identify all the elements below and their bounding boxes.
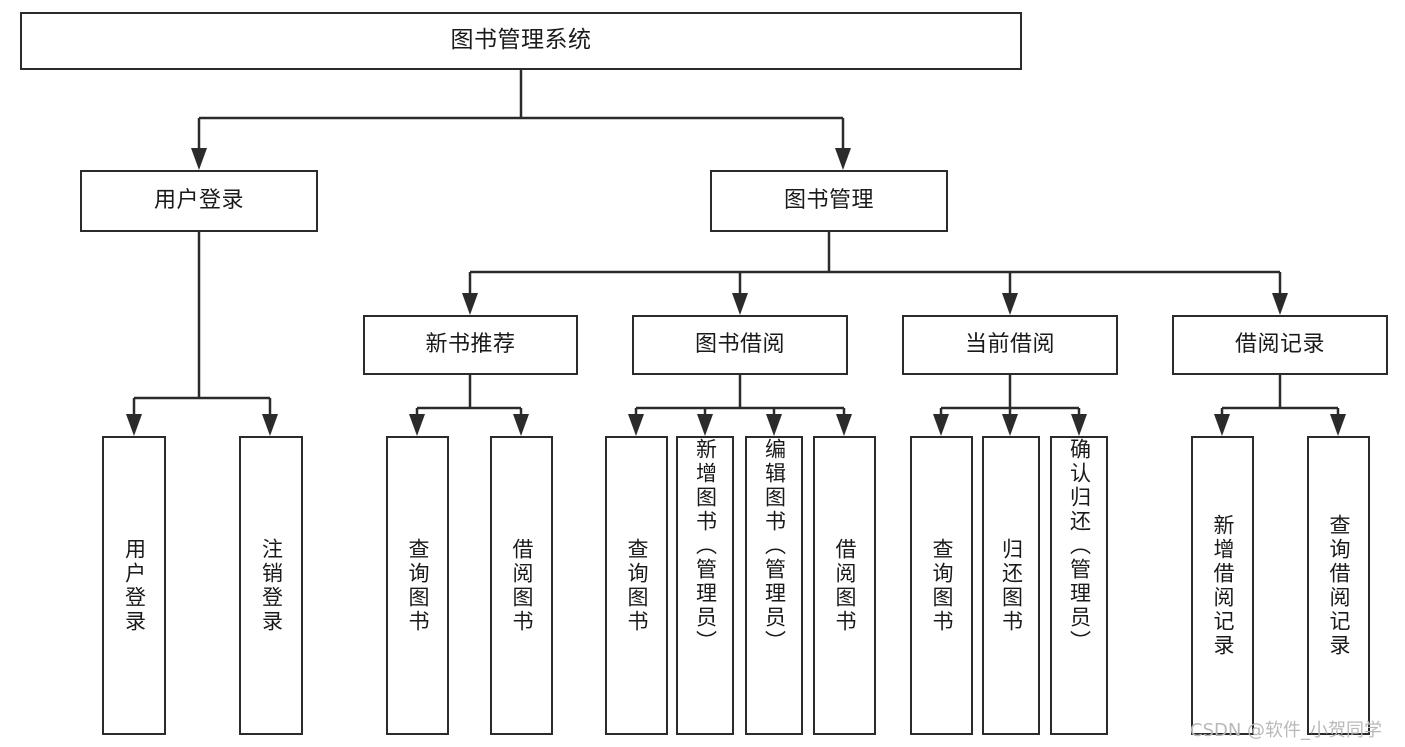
node-label: 图书管理系统: [450, 27, 592, 54]
leaf-query-book-recommend[interactable]: 查询图书: [386, 436, 449, 735]
leaf-label: 查询图书: [406, 537, 430, 634]
csdn-watermark: CSDN @软件_小贺同学: [1190, 720, 1383, 741]
leaf-query-borrow-record[interactable]: 查询借阅记录: [1307, 436, 1370, 735]
leaf-return-book[interactable]: 归还图书: [982, 436, 1040, 735]
node-label: 新书推荐: [425, 332, 516, 358]
leaf-add-borrow-record[interactable]: 新增借阅记录: [1191, 436, 1254, 735]
leaf-label: 注销登录: [259, 537, 284, 634]
leaf-user-login[interactable]: 用户登录: [102, 436, 166, 735]
leaf-label: 查询图书: [625, 537, 649, 634]
leaf-confirm-return-admin[interactable]: 确认归还（管理员）: [1050, 436, 1108, 735]
leaf-label: 编辑图书（管理员）: [762, 438, 787, 654]
leaf-label: 新增借阅记录: [1211, 513, 1235, 658]
leaf-label: 借阅图书: [833, 537, 857, 634]
node-current-borrowing[interactable]: 当前借阅: [902, 315, 1118, 375]
leaf-label: 用户登录: [122, 537, 147, 634]
leaf-edit-book-admin[interactable]: 编辑图书（管理员）: [745, 436, 803, 735]
node-book-management[interactable]: 图书管理: [710, 170, 948, 232]
node-label: 图书借阅: [694, 332, 785, 358]
node-new-book-recommendation[interactable]: 新书推荐: [363, 315, 578, 375]
node-label: 借阅记录: [1234, 332, 1325, 358]
node-label: 用户登录: [153, 188, 244, 214]
node-label: 当前借阅: [964, 332, 1055, 358]
leaf-label: 查询借阅记录: [1327, 513, 1351, 658]
leaf-label: 新增图书（管理员）: [693, 438, 718, 654]
leaf-borrow-book-recommend[interactable]: 借阅图书: [490, 436, 553, 735]
leaf-label: 确认归还（管理员）: [1067, 438, 1092, 654]
leaf-label: 借阅图书: [510, 537, 534, 634]
node-borrowing-record[interactable]: 借阅记录: [1172, 315, 1388, 375]
node-user-login[interactable]: 用户登录: [80, 170, 318, 232]
node-root-book-management-system[interactable]: 图书管理系统: [20, 12, 1022, 70]
node-book-borrowing[interactable]: 图书借阅: [632, 315, 848, 375]
leaf-query-book-current[interactable]: 查询图书: [910, 436, 973, 735]
leaf-label: 查询图书: [930, 537, 954, 634]
leaf-query-book-borrow[interactable]: 查询图书: [605, 436, 668, 735]
node-label: 图书管理: [783, 188, 874, 214]
leaf-logout[interactable]: 注销登录: [239, 436, 303, 735]
leaf-add-book-admin[interactable]: 新增图书（管理员）: [676, 436, 734, 735]
leaf-label: 归还图书: [999, 537, 1024, 634]
leaf-borrow-book[interactable]: 借阅图书: [813, 436, 876, 735]
